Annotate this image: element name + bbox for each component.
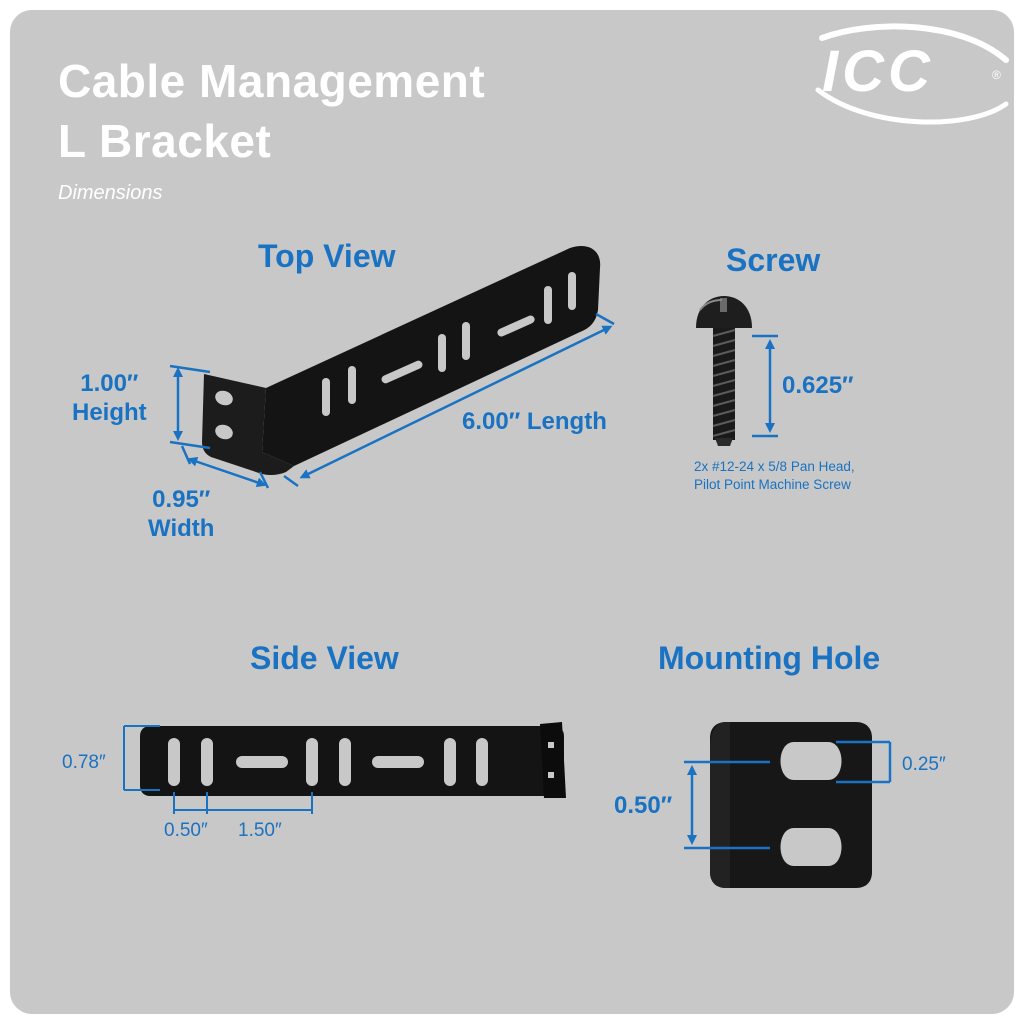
- side-view-dimension-lines: [123, 725, 313, 814]
- page-title-line2: L Bracket: [58, 115, 272, 167]
- mounting-hole-spacing-label: 0.50″: [614, 792, 673, 819]
- page-title-line1: Cable Management: [58, 55, 486, 107]
- mounting-hole-image: [710, 722, 872, 888]
- screw-image: [696, 296, 752, 446]
- side-view-long-slot-label: 1.50″: [238, 820, 282, 841]
- side-view-title: Side View: [250, 640, 399, 676]
- top-view-title: Top View: [258, 238, 396, 274]
- top-view-height-label: 1.00″ Height: [72, 370, 147, 426]
- registered-mark: ®: [992, 68, 1001, 82]
- screw-length-label: 0.625″: [782, 372, 854, 399]
- icc-logo-swoosh-icon: [815, 23, 1009, 125]
- top-view-width-label: 0.95″ Width: [148, 486, 215, 542]
- side-view-bracket-image: [140, 722, 566, 798]
- page-subtitle: Dimensions: [58, 182, 163, 204]
- screw-note-line2: Pilot Point Machine Screw: [694, 477, 851, 492]
- bracket-drawings: [123, 246, 892, 888]
- screw-note-line1: 2x #12-24 x 5/8 Pan Head,: [694, 459, 855, 474]
- top-view-length-label: 6.00″ Length: [462, 408, 607, 435]
- side-view-slot-spacing-label: 0.50″: [164, 820, 208, 841]
- mounting-hole-size-label: 0.25″: [902, 754, 946, 775]
- mounting-hole-title: Mounting Hole: [658, 640, 881, 676]
- icc-logo: ICC: [822, 39, 934, 104]
- screw-dimension-lines: [752, 334, 778, 438]
- side-view-height-label: 0.78″: [62, 752, 106, 773]
- mounting-hole-dimension-lines: [684, 740, 892, 850]
- top-view-dimension-lines: [169, 312, 615, 489]
- screw-title: Screw: [726, 242, 821, 278]
- product-card: Cable Management L Bracket Dimensions IC…: [10, 10, 1014, 1014]
